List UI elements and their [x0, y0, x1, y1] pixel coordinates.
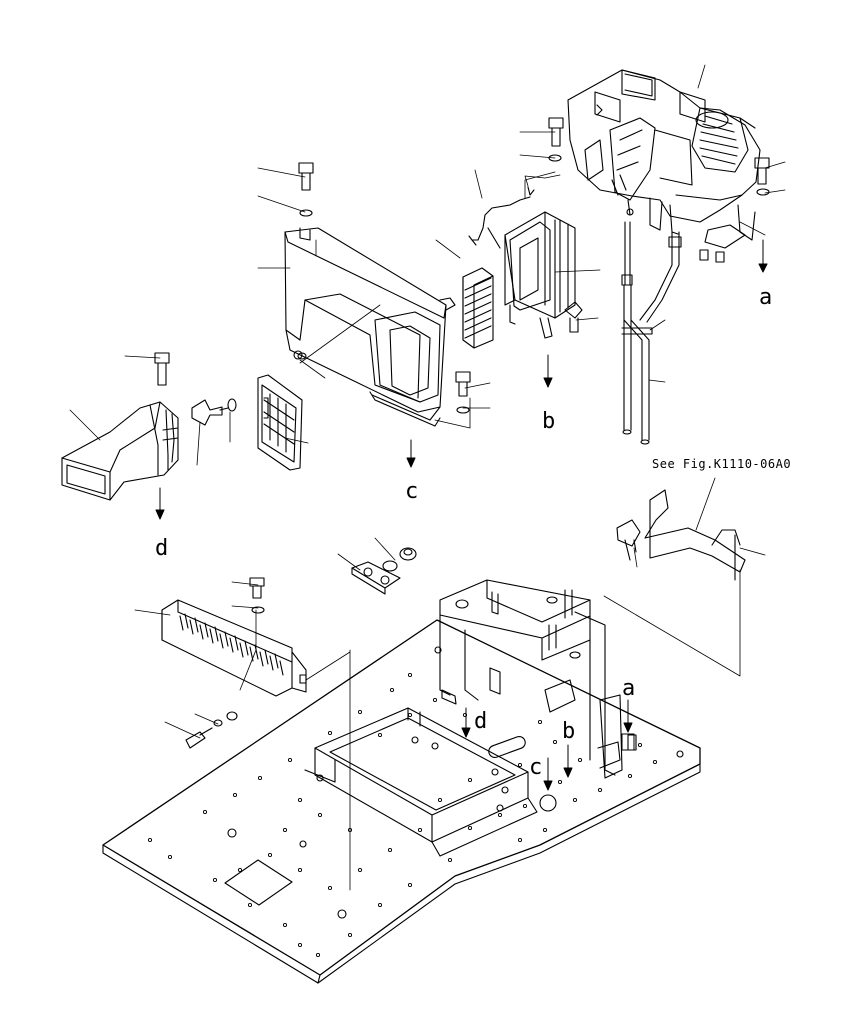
label-b-lower: b: [562, 719, 575, 744]
external-hose-assembly: [616, 489, 746, 581]
label-b-upper: b: [542, 409, 555, 434]
air-intake-duct: [504, 211, 576, 339]
arrow-c-lower: [543, 757, 553, 791]
bolt-cover-top: [298, 162, 314, 217]
arrow-b-lower: [563, 744, 573, 778]
heater-blower-unit: [567, 69, 761, 263]
leader-lines: [69, 64, 786, 891]
latch-assembly: [351, 547, 417, 595]
outlet-duct: [61, 401, 179, 501]
label-a-lower: a: [622, 676, 635, 701]
arrow-d-upper: [155, 487, 165, 520]
floor-plate: [102, 619, 701, 984]
bolt-grille-bottom: [185, 711, 238, 749]
grille-slots: [179, 613, 284, 676]
bolt-heater-left: [548, 117, 564, 162]
label-a-upper: a: [759, 285, 772, 310]
bolt-grille-top: [249, 577, 265, 614]
long-vent-grille: [161, 599, 307, 697]
figure-reference-note: See Fig.K1110-06A0: [652, 457, 791, 471]
label-d-lower: d: [474, 709, 487, 734]
labels: a b c d a b c d See Fig.K1110-06A0: [155, 285, 791, 780]
bolt-duct-right: [564, 301, 583, 333]
wing-bolt: [191, 398, 237, 426]
air-filter-element: [462, 267, 494, 349]
arrow-b-upper: [543, 354, 553, 388]
arrow-a-upper: [758, 239, 768, 273]
label-c-lower: c: [529, 755, 542, 780]
arrow-c-upper: [406, 439, 416, 468]
direction-arrows: [155, 239, 768, 791]
wire-harness: [468, 186, 535, 249]
seat-bracket-frame: [304, 707, 538, 857]
upper-support-bracket: [439, 579, 637, 779]
vent-grille: [257, 374, 303, 471]
hoses: [621, 221, 682, 445]
label-c-upper: c: [405, 479, 418, 504]
arrow-d-lower: [461, 707, 471, 738]
fasteners: [154, 117, 770, 749]
bolt-cover-right: [455, 371, 471, 414]
duct-cover-panel: [284, 227, 456, 427]
arrow-a-lower: [621, 699, 635, 751]
floor-holes: [147, 672, 658, 958]
label-d-upper: d: [155, 536, 168, 561]
